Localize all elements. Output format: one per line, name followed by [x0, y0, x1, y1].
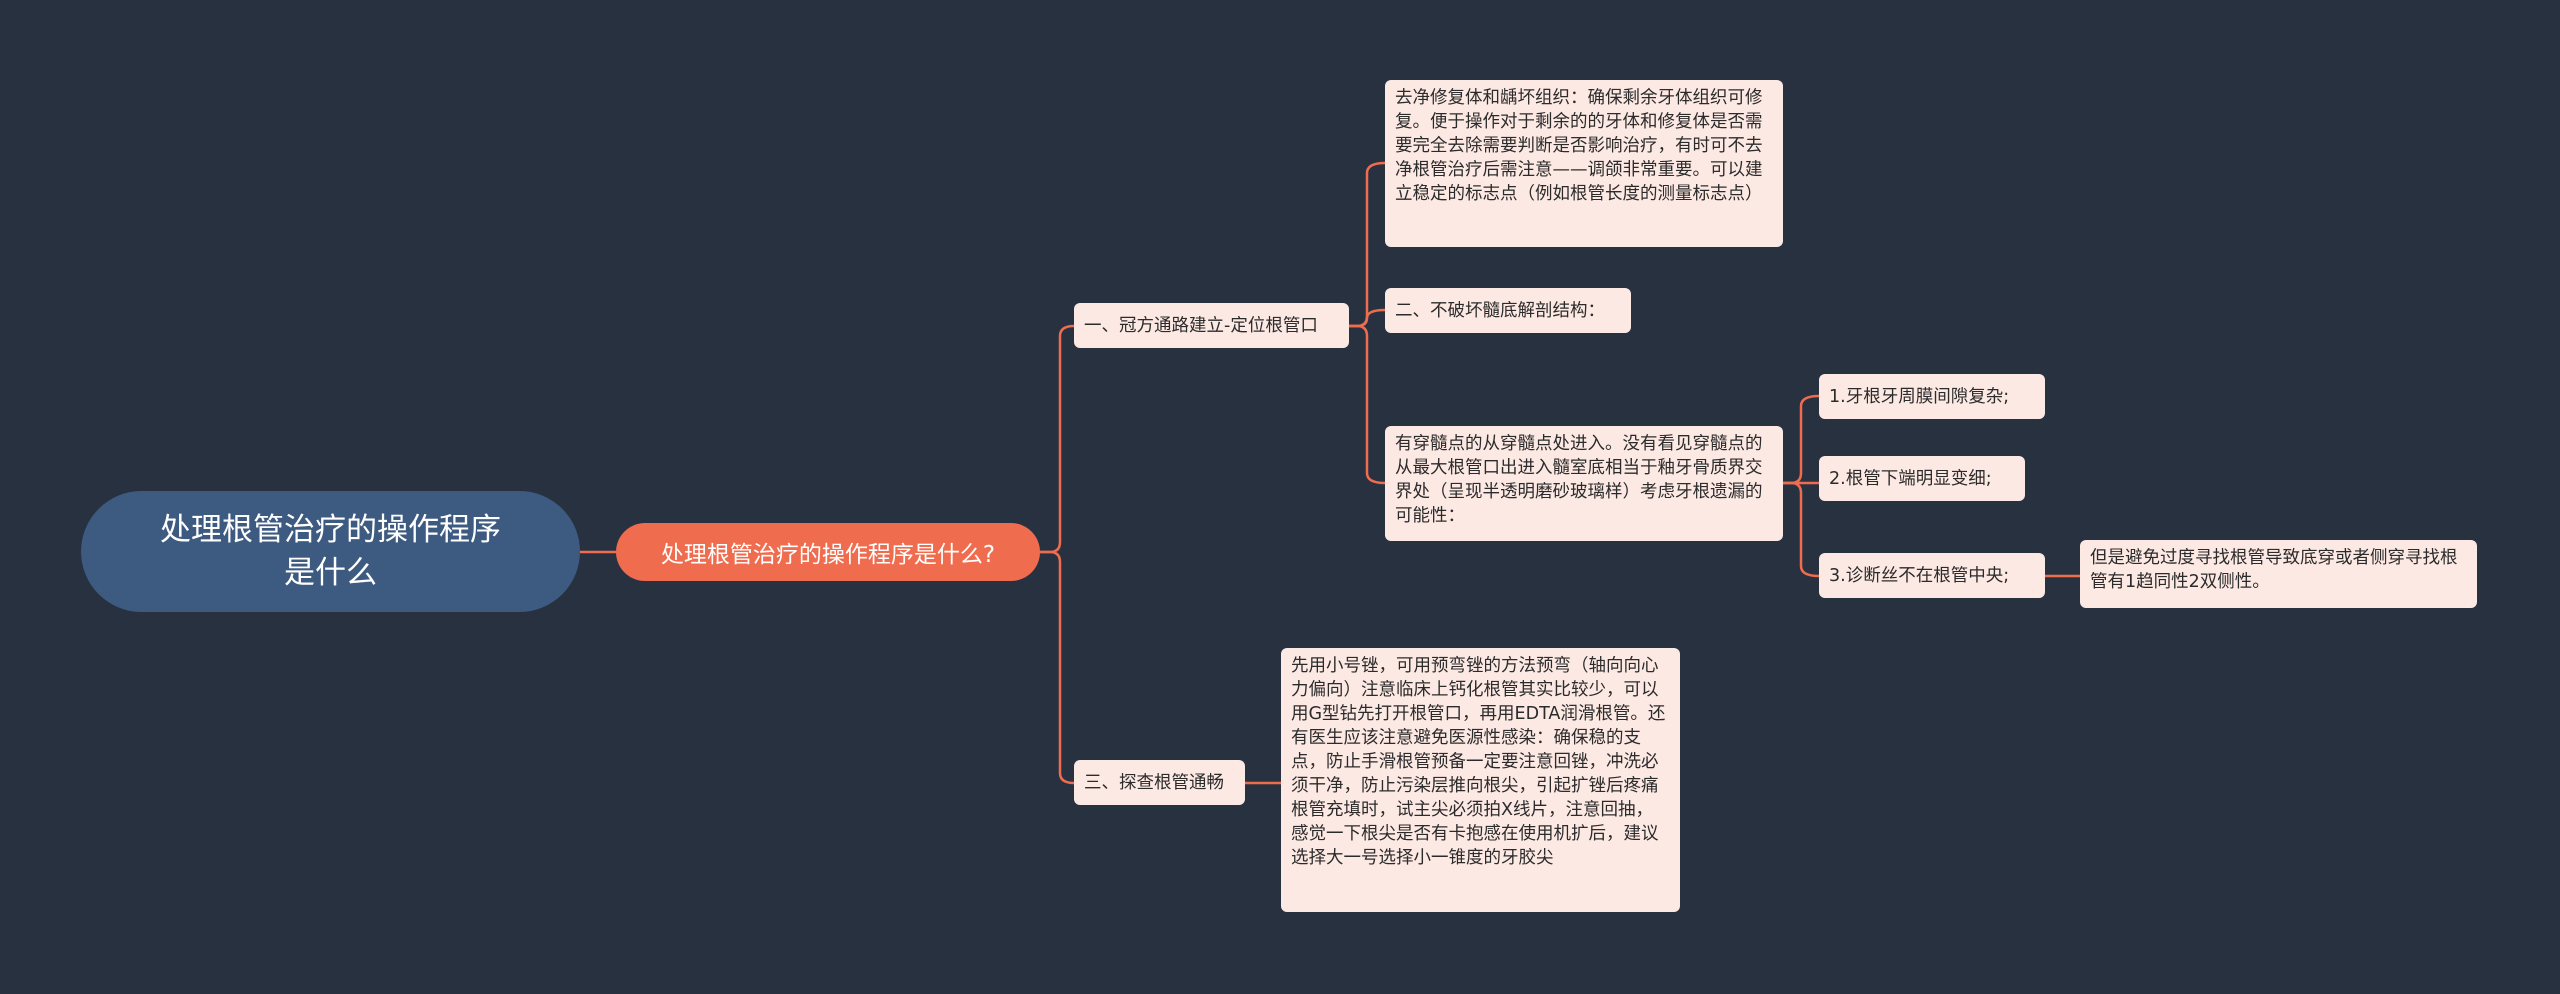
node-remove-restoration-caries[interactable]: 去净修复体和龋坏组织：确保剩余牙体组织可修复。便于操作对于剩余的的牙体和修复体是…	[1385, 80, 1783, 247]
link-branch1-item1	[1349, 161, 1386, 328]
link-item3-sub3	[1783, 481, 1820, 578]
root-topic[interactable]: 处理根管治疗的操作程序 是什么	[81, 491, 580, 612]
branch-canal-patency[interactable]: 三、探查根管通畅	[1074, 760, 1245, 805]
node-periodontal-space[interactable]: 1.牙根牙周膜间隙复杂;	[1819, 374, 2045, 419]
link-topic-branch2	[1040, 550, 1075, 785]
branch-coronal-access[interactable]: 一、冠方通路建立-定位根管口	[1074, 303, 1349, 348]
node-file-off-center[interactable]: 3.诊断丝不在根管中央;	[1819, 553, 2045, 598]
link-topic-branch1	[1040, 324, 1075, 554]
node-patency-details[interactable]: 先用小号锉，可用预弯锉的方法预弯（轴向向心力偏向）注意临床上钙化根管其实比较少，…	[1281, 648, 1680, 912]
link-item3-sub1	[1783, 394, 1820, 485]
node-entry-point[interactable]: 有穿髓点的从穿髓点处进入。没有看见穿髓点的从最大根管口出进入髓室底相当于釉牙骨质…	[1385, 426, 1783, 541]
node-preserve-pulp-floor[interactable]: 二、不破坏髓底解剖结构：	[1385, 288, 1631, 333]
main-question-node[interactable]: 处理根管治疗的操作程序是什么?	[616, 523, 1040, 581]
node-avoid-perforation[interactable]: 但是避免过度寻找根管导致底穿或者侧穿寻找根管有1趋同性2双侧性。	[2080, 540, 2477, 608]
node-canal-narrowing[interactable]: 2.根管下端明显变细;	[1819, 456, 2025, 501]
link-branch1-item3	[1349, 324, 1386, 485]
